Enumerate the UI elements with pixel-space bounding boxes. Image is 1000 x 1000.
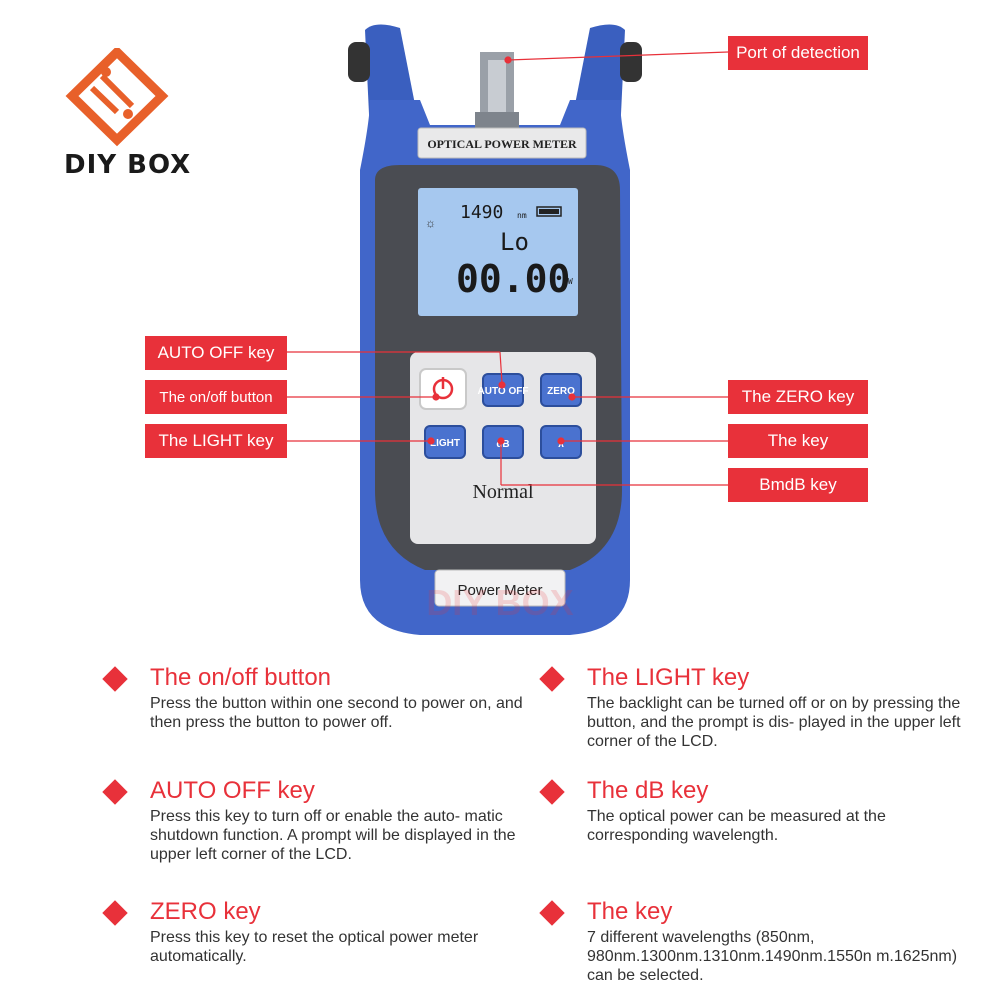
diamond-icon (539, 900, 565, 926)
db-key-label: dB (496, 439, 509, 450)
power-meter-device: OPTICAL POWER METER ☼ 1490 nm Lo 00.00 n… (348, 24, 642, 635)
callout-bmdb: BmdB key (728, 468, 868, 502)
feature-title: The dB key (587, 777, 709, 804)
feature-title: AUTO OFF key (150, 777, 315, 804)
sun-icon: ☼ (425, 216, 436, 230)
callout-lines (285, 51, 729, 486)
strap-lug-left (348, 42, 370, 82)
feature-title: The on/off button (150, 664, 332, 691)
battery-icon (536, 206, 562, 217)
panel-text: Normal (472, 481, 534, 503)
bottom-label-plate (434, 569, 566, 607)
brand-name: DIY BOX (64, 150, 192, 180)
callout-zero: The ZERO key (728, 380, 868, 414)
lcd-reading: 00.00 (456, 257, 570, 301)
strap-lug-right (620, 42, 642, 82)
diamond-icon (102, 779, 128, 805)
top-label-plate (417, 127, 587, 159)
feature-desc: The backlight can be turned off or on by… (587, 695, 961, 750)
feature-title: ZERO key (150, 898, 261, 925)
bottom-label: Power Meter (457, 582, 542, 599)
auto-off-button[interactable]: AUTO OFF (478, 373, 529, 407)
top-label: OPTICAL POWER METER (427, 137, 577, 151)
light-button[interactable]: LIGHT (424, 425, 466, 459)
callout-lambda: The key (728, 424, 868, 458)
brand-logo-icon (65, 45, 169, 147)
lcd-wavelength-unit: nm (517, 211, 527, 220)
feature-desc: 7 different wavelengths (850nm, 980nm.13… (587, 929, 958, 984)
light-key-label: LIGHT (430, 438, 460, 449)
lcd-reading-unit: nW (563, 277, 573, 286)
callout-auto-off: AUTO OFF key (145, 336, 287, 370)
watermark: DIY BOX (426, 582, 573, 623)
diamond-icon (539, 666, 565, 692)
power-button[interactable] (419, 368, 467, 410)
lcd-wavelength: 1490 (460, 202, 503, 223)
callout-light: The LIGHT key (145, 424, 287, 458)
diamond-icon (102, 900, 128, 926)
lcd-screen (418, 188, 578, 316)
feature-desc: Press this key to turn off or enable the… (150, 808, 516, 863)
lcd-mode: Lo (500, 228, 529, 256)
callout-port: Port of detection (728, 36, 868, 70)
diamond-icon (102, 666, 128, 692)
zero-key-label: ZERO (547, 386, 575, 397)
feature-desc: The optical power can be measured at the… (587, 808, 886, 844)
auto-off-key-label: AUTO OFF (478, 386, 529, 397)
feature-desc: Press this key to reset the optical powe… (150, 929, 479, 965)
diamond-icon (539, 779, 565, 805)
brand-logo (62, 45, 172, 188)
feature-desc: Press the button within one second to po… (150, 695, 523, 731)
callout-on-off: The on/off button (145, 380, 287, 414)
feature-title: The LIGHT key (587, 664, 750, 691)
feature-title: The key (587, 898, 673, 925)
